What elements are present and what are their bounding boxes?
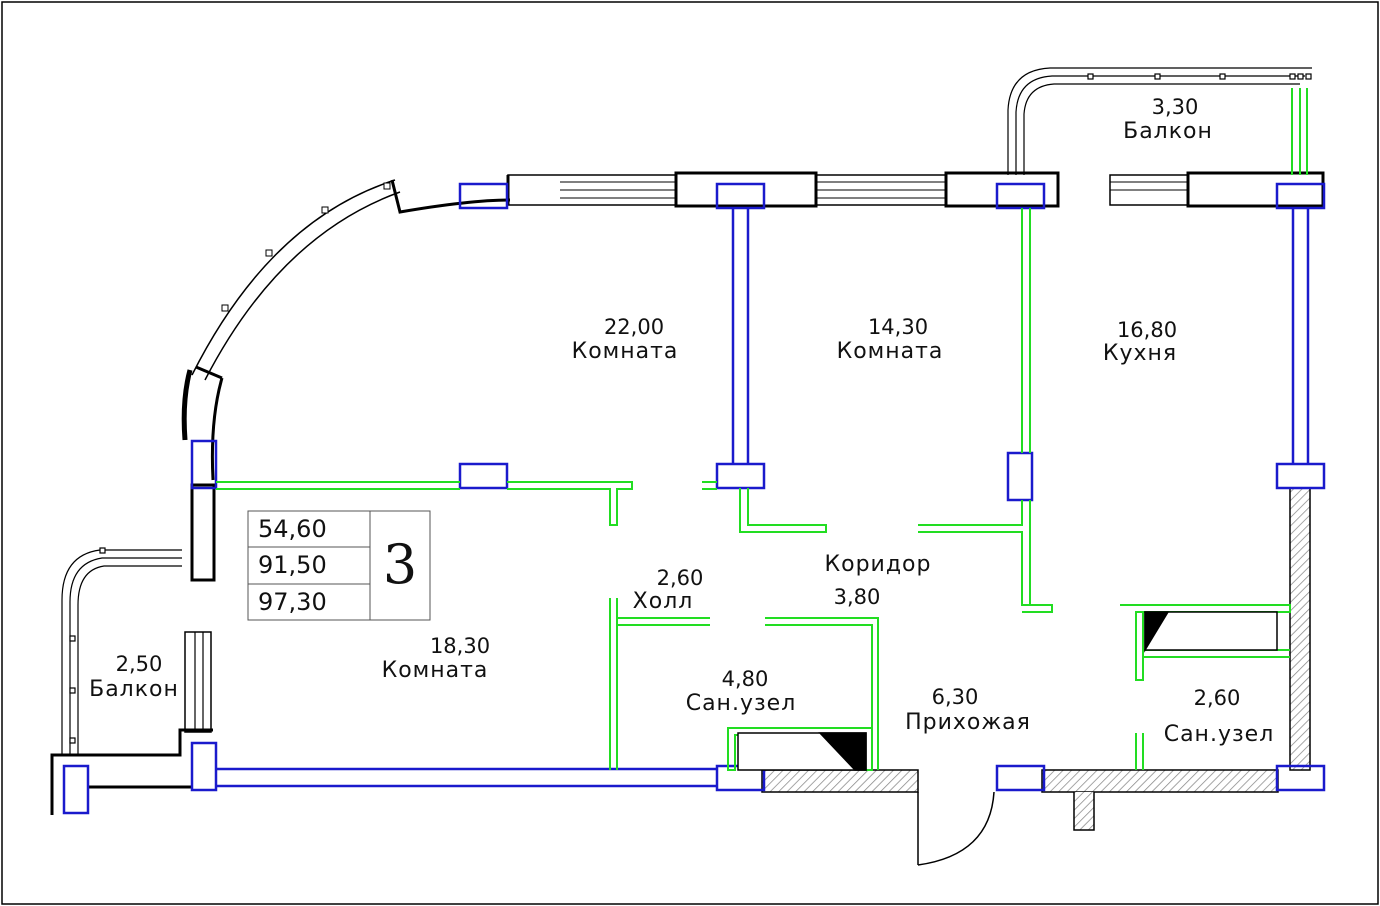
room-entrance: 6,30 Прихожая	[905, 685, 1031, 735]
top-balcony-railing	[1007, 67, 1312, 175]
room-area: 2,60	[1194, 686, 1241, 710]
room-name: Комната	[382, 658, 489, 683]
room-kitchen: 16,80 Кухня	[1103, 318, 1177, 366]
room-name: Балкон	[1123, 119, 1213, 144]
left-balcony-railing	[61, 547, 212, 755]
room-bath-1: 4,80 Сан.узел	[686, 667, 797, 716]
load-bearing-walls	[62, 182, 1326, 815]
room-name: Холл	[633, 589, 694, 614]
room-room-22: 22,00 Комната	[572, 315, 679, 364]
top-exterior-wall	[506, 171, 1325, 208]
room-area: 22,00	[604, 315, 664, 339]
room-bath-2: 2,60 Сан.узел	[1164, 686, 1275, 747]
room-balcony-top: 3,30 Балкон	[1123, 95, 1213, 144]
bath-fixture-2	[1144, 611, 1278, 653]
room-balcony-left: 2,50 Балкон	[89, 652, 179, 702]
room-name: Сан.узел	[1164, 722, 1275, 747]
room-area: 16,80	[1117, 318, 1177, 342]
room-name: Прихожая	[905, 710, 1031, 735]
room-area: 3,30	[1152, 95, 1199, 119]
curved-exterior-wall	[181, 179, 511, 582]
room-area: 3,80	[834, 585, 881, 609]
room-room-18: 18,30 Комната	[382, 634, 490, 683]
left-balcony-wall	[50, 728, 213, 815]
room-area: 14,30	[868, 315, 928, 339]
living-area-value: 54,60	[258, 515, 327, 543]
room-area: 2,60	[657, 566, 704, 590]
room-name: Кухня	[1103, 341, 1177, 366]
room-corridor: Коридор 3,80	[825, 552, 932, 609]
room-name: Сан.узел	[686, 691, 797, 716]
bottom-exterior-wall	[761, 487, 1311, 831]
room-area: 2,50	[116, 652, 163, 676]
room-name: Балкон	[89, 677, 179, 702]
top-balcony-partition	[1291, 88, 1308, 175]
room-area: 4,80	[722, 667, 769, 691]
room-hall: 2,60 Холл	[633, 566, 704, 614]
room-area: 18,30	[430, 634, 490, 658]
bath-fixture-1	[737, 732, 867, 771]
room-room-14: 14,30 Комната	[837, 315, 944, 364]
room-name: Комната	[837, 339, 944, 364]
room-name: Комната	[572, 339, 679, 364]
room-area: 6,30	[932, 685, 979, 709]
area-summary-table: 54,60 91,50 97,30 3	[247, 510, 431, 621]
rooms-count: 3	[383, 533, 417, 596]
total-area-value: 91,50	[258, 551, 327, 579]
room-name: Коридор	[825, 552, 932, 577]
entrance-door	[917, 791, 995, 866]
total-with-balcony-value: 97,30	[258, 588, 327, 616]
